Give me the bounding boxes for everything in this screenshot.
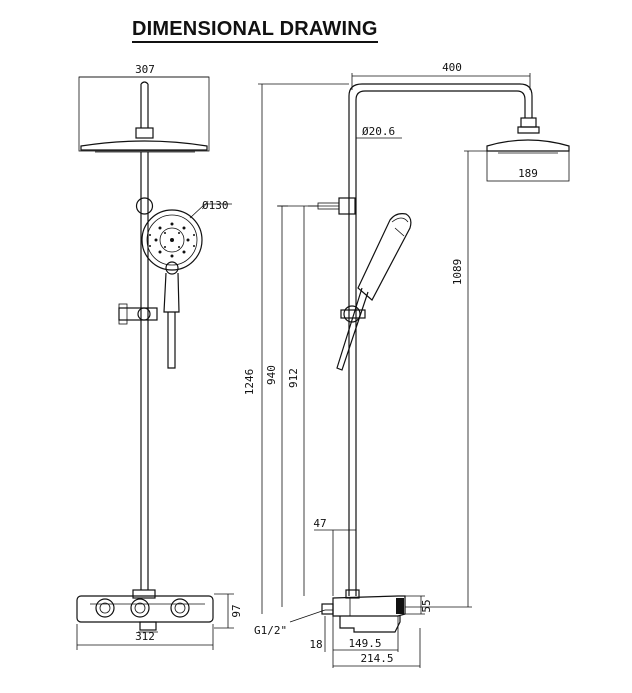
head-frame-front [78, 76, 210, 152]
valve-front [76, 589, 214, 633]
side-view: 400 189 Ø20.6 1089 940 912 [243, 61, 570, 668]
shower-head-front [80, 140, 208, 151]
valve-side [321, 589, 406, 633]
dim-height-940: 940 [265, 365, 278, 385]
side-bracket [338, 197, 356, 215]
dim-head-to-valve: 1089 [451, 259, 464, 286]
dim-projection-2: 214.5 [360, 652, 393, 665]
drawing-title: DIMENSIONAL DRAWING [132, 18, 378, 43]
dim-handshower-dia: Ø130 [202, 199, 229, 212]
shower-head-side [486, 139, 570, 152]
dim-head-width-side: 189 [518, 167, 538, 180]
head-frame-side [486, 150, 570, 182]
head-connector [135, 127, 154, 139]
dim-arm-reach: 400 [442, 61, 462, 74]
dim-pipe-dia: Ø20.6 [362, 125, 395, 138]
dim-inlet-offset: 18 [309, 638, 322, 651]
bracket-ball [135, 197, 154, 215]
dim-head-width-front: 307 [135, 63, 155, 76]
dim-valve-width-front: 312 [135, 630, 155, 643]
hand-shower-front [141, 209, 203, 369]
dim-valve-depth: 55 [420, 599, 433, 612]
dim-valve-height: 97 [230, 604, 243, 617]
dim-inlet-thread: G1/2" [254, 624, 287, 637]
hand-shower-side [336, 213, 412, 371]
dim-total-height: 1246 [243, 369, 256, 396]
dim-projection-1: 149.5 [348, 637, 381, 650]
dim-height-912: 912 [287, 368, 300, 388]
front-view: 307 [76, 63, 243, 650]
dim-outlet-offset: 47 [313, 517, 326, 530]
